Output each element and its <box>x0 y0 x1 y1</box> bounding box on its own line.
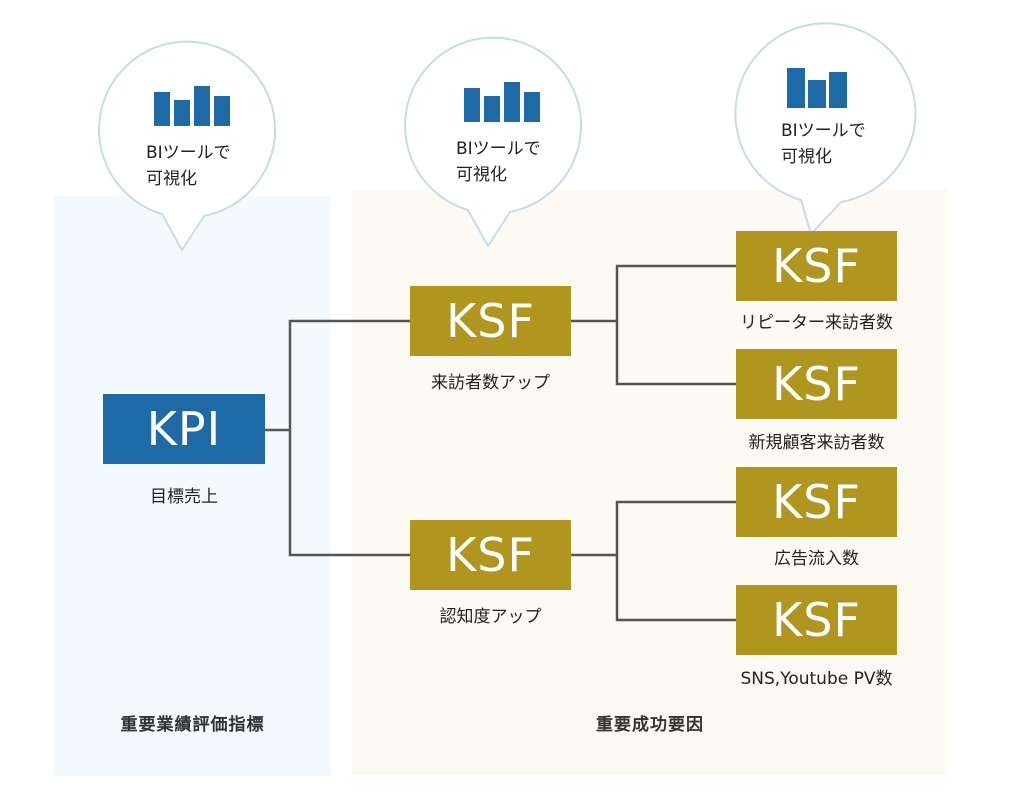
bubble-text-line1: BIツールで <box>781 121 866 141</box>
ksf-caption-visitors: 来訪者数アップ <box>431 373 550 393</box>
ksf-caption-repeat-visitors: リピーター来訪者数 <box>740 313 893 333</box>
kpi-box: KPI <box>103 394 265 464</box>
bubble-outline <box>98 40 277 251</box>
bubble-text-line1: BIツールで <box>146 143 231 163</box>
kpi-panel <box>54 196 331 776</box>
bar-chart-icon <box>154 86 230 126</box>
ksf-caption-sns-pv: SNS,Youtube PV数 <box>740 669 893 689</box>
kpi-panel-label: 重要業績評価指標 <box>120 715 265 735</box>
bubble-text-line2: 可視化 <box>456 165 507 185</box>
bi-bubble-2: BIツールで 可視化 <box>404 36 590 248</box>
ksf-box-new-visitors: KSF <box>736 349 897 419</box>
ksf-caption-new-visitors: 新規顧客来訪者数 <box>748 433 885 453</box>
bubble-outline <box>404 36 583 247</box>
ksf-box-visitors: KSF <box>410 286 571 356</box>
bi-bubble-3: BIツールで 可視化 <box>733 22 919 236</box>
ksf-box-repeat-visitors: KSF <box>736 231 897 301</box>
connector-ksf-lower <box>571 500 736 622</box>
bubble-outline <box>734 22 917 235</box>
ksf-panel-label: 重要成功要因 <box>596 715 704 735</box>
bi-bubble-1: BIツールで 可視化 <box>98 40 284 252</box>
ksf-caption-ad-traffic: 広告流入数 <box>774 549 859 569</box>
kpi-caption: 目標売上 <box>150 487 218 507</box>
connector-kpi <box>265 319 410 557</box>
bubble-text-line2: 可視化 <box>781 147 832 167</box>
connector-ksf-upper <box>571 264 736 386</box>
ksf-box-awareness: KSF <box>410 520 571 590</box>
bubble-text-line2: 可視化 <box>146 169 197 189</box>
bar-chart-icon <box>464 82 540 122</box>
bubble-text-line1: BIツールで <box>456 139 541 159</box>
ksf-box-ad-traffic: KSF <box>736 467 897 537</box>
ksf-caption-awareness: 認知度アップ <box>439 607 542 627</box>
bar-chart-icon <box>787 68 847 108</box>
ksf-box-sns-pv: KSF <box>736 585 897 655</box>
